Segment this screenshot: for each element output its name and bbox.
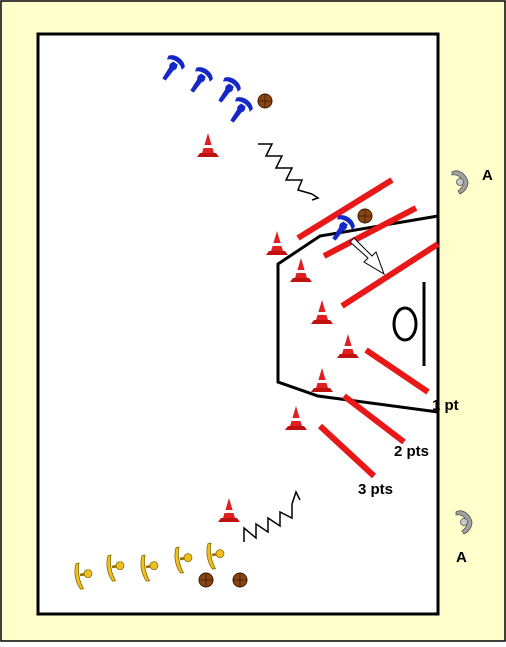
coach-top-label: A bbox=[482, 167, 493, 184]
basketball-icon bbox=[258, 94, 272, 108]
basketball-icon bbox=[358, 209, 372, 223]
coach-bottom-label: A bbox=[456, 549, 467, 566]
two-points-label: 2 pts bbox=[394, 443, 429, 460]
basketball-icon bbox=[199, 573, 213, 587]
three-points-label: 3 pts bbox=[358, 481, 393, 498]
court bbox=[38, 34, 438, 614]
basketball-icon bbox=[233, 573, 247, 587]
one-point-label: 1 pt bbox=[432, 397, 459, 414]
